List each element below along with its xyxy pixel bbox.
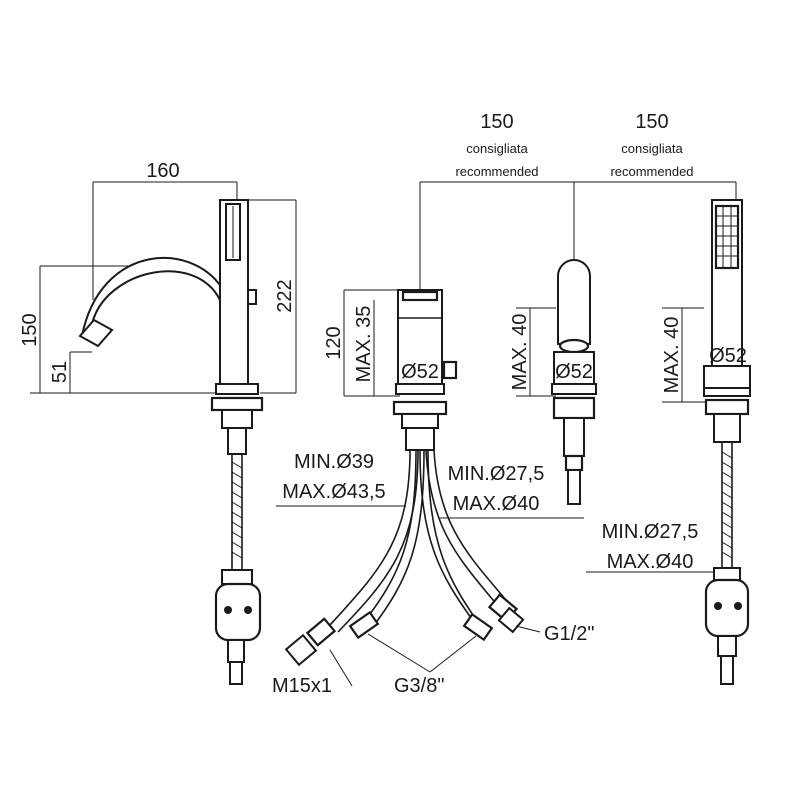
mixer-view: 120 MAX. 35 Ø52 MIN.Ø39 MAX.Ø43,5 — [272, 289, 594, 697]
mixer-max-label: MAX. 35 — [353, 306, 375, 383]
g12-label: G1/2" — [544, 623, 594, 645]
spacing-right-line2: recommended — [610, 164, 693, 179]
shower-nozzle-grid — [716, 206, 738, 268]
diverter-view: MAX. 40 Ø52 MIN.Ø27,5 MAX.Ø40 — [440, 259, 597, 519]
spout-side-knob — [247, 289, 257, 305]
diverter-outlet — [567, 469, 581, 505]
mixer-shank — [405, 427, 435, 451]
spout-valve-top — [221, 569, 253, 585]
mixer-side-knob — [442, 360, 458, 380]
shower-base — [703, 387, 751, 397]
mixer-diameter-label: Ø52 — [401, 361, 439, 383]
g38-leader-left — [367, 633, 431, 673]
mixer-total-label: 120 — [323, 326, 345, 359]
spout-shank — [227, 427, 247, 455]
mixer-hose-m15 — [329, 449, 419, 633]
diverter-hole-min-label: MIN.Ø27,5 — [448, 463, 545, 485]
mixer-hole-max-label: MAX.Ø43,5 — [282, 481, 385, 503]
g12-leader — [515, 625, 541, 633]
m15-leader — [329, 649, 353, 687]
diverter-shank — [563, 417, 585, 457]
shower-valve-top — [713, 567, 741, 581]
connector-g38-left — [348, 610, 380, 640]
outlet-height-label: 150 — [19, 313, 41, 346]
shower-head-nozzles — [714, 204, 740, 270]
shower-valve-outlet — [720, 655, 734, 685]
connector-g38-right — [462, 612, 494, 642]
g38-label: G3/8" — [394, 675, 444, 697]
diverter-collar — [553, 351, 595, 385]
spout-valve-dot-right — [244, 606, 252, 614]
shower-hose-braid — [721, 451, 733, 559]
shower-valve-stem — [717, 635, 737, 657]
shower-fixing-nut — [713, 413, 741, 443]
diverter-diameter-label: Ø52 — [555, 361, 593, 383]
shower-valve-body — [704, 578, 750, 638]
shower-fixing-flange — [704, 398, 750, 416]
mouth-height-label: 51 — [49, 361, 71, 383]
spout-hose-braid — [231, 461, 243, 559]
g38-leader-right — [429, 635, 477, 673]
spout-valve-stem — [227, 639, 245, 663]
shower-hole-min-label: MIN.Ø27,5 — [602, 521, 699, 543]
connector-m15 — [284, 617, 337, 667]
diverter-hole-max-label: MAX.Ø40 — [453, 493, 540, 515]
mixer-hole-min-label: MIN.Ø39 — [294, 451, 374, 473]
shower-valve-dot-left — [714, 602, 722, 610]
spout-fixing-nut — [221, 409, 253, 429]
spout-width-label: 160 — [146, 160, 179, 182]
spacing-left-value: 150 — [480, 111, 513, 133]
spout-valve-body — [214, 582, 262, 642]
mixer-body — [397, 289, 443, 387]
spout-view: 160 222 150 51 — [19, 160, 297, 685]
spout-valve-outlet — [229, 661, 243, 685]
mixer-lever — [401, 290, 439, 302]
mixer-fixing-nut — [401, 413, 439, 429]
shower-max-label: MAX. 40 — [661, 317, 683, 394]
spout-height-label: 222 — [274, 279, 296, 312]
shower-view: MAX. 40 Ø52 MIN.Ø27,5 MAX.Ø40 — [586, 199, 751, 685]
spout-mouth — [78, 318, 114, 348]
mixer-hose-g12 — [425, 449, 507, 607]
spacing-left-line1: consigliata — [466, 141, 528, 156]
mixer-hose-g38-left — [363, 449, 425, 629]
shower-hole-max-label: MAX.Ø40 — [607, 551, 694, 573]
spout-base — [215, 383, 259, 395]
m15-label: M15x1 — [272, 675, 332, 697]
diverter-knob — [557, 259, 591, 345]
spacing-right-value: 150 — [635, 111, 668, 133]
spout-valve-dot-left — [224, 606, 232, 614]
shower-valve-dot-right — [734, 602, 742, 610]
diverter-base — [551, 383, 597, 395]
shower-diameter-label: Ø52 — [709, 345, 747, 367]
spout-fixing-flange — [210, 396, 264, 412]
spacing-right-line1: consigliata — [621, 141, 683, 156]
spacing-dimensions: 150 consigliata recommended 150 consigli… — [419, 111, 737, 290]
shower-holder — [703, 365, 751, 389]
spout-flexible-hose — [231, 454, 243, 570]
diverter-knob-cap — [558, 338, 590, 354]
shower-flexible-hose — [721, 442, 733, 568]
diverter-outlet-collar — [564, 454, 584, 472]
diverter-fixing-nut — [552, 396, 596, 420]
spacing-left-line2: recommended — [455, 164, 538, 179]
mixer-fixing-flange — [392, 400, 448, 416]
diverter-max-label: MAX. 40 — [509, 314, 531, 391]
mixer-base — [395, 383, 445, 395]
